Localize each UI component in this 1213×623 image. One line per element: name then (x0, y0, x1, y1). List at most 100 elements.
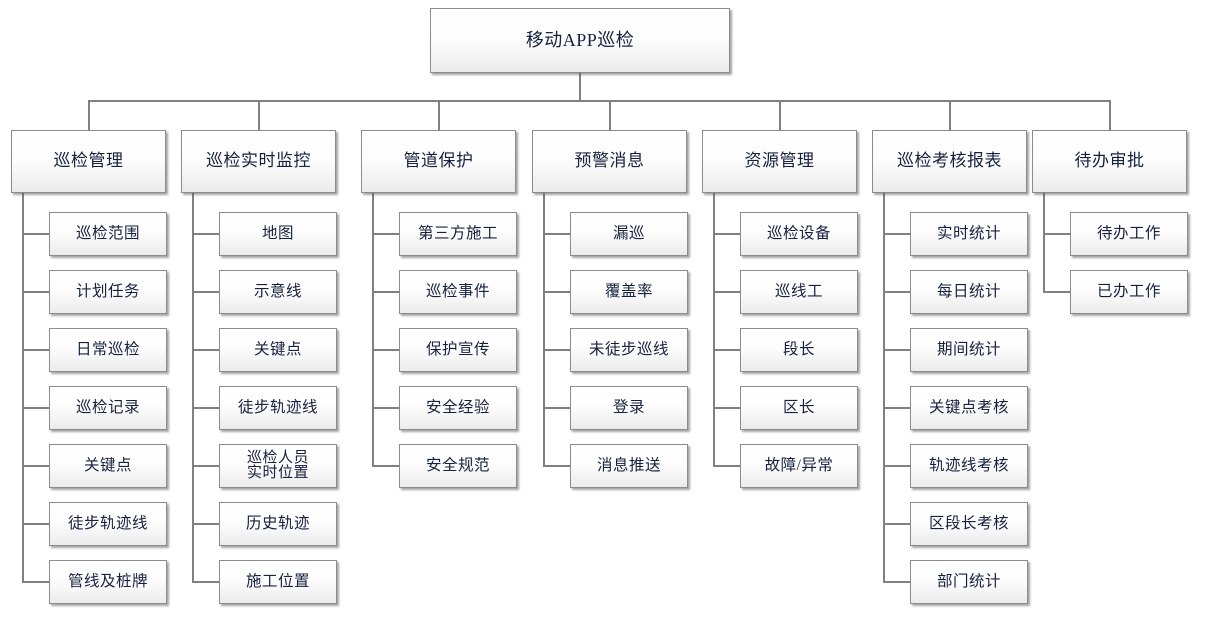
branch-drop-6 (1108, 100, 1111, 130)
leaf-node-1-6[interactable]: 施工位置 (219, 560, 337, 604)
leaf-node-5-4[interactable]: 轨迹线考核 (910, 444, 1028, 488)
leaf-node-2-3[interactable]: 安全经验 (399, 386, 517, 430)
leaf-stub-4-3 (713, 407, 740, 409)
branch-node-5[interactable]: 巡检考核报表 (872, 130, 1027, 193)
leaf-node-0-6[interactable]: 管线及桩牌 (49, 560, 167, 604)
leaf-node-0-4[interactable]: 关键点 (49, 444, 167, 488)
leaf-stub-1-5 (192, 523, 219, 525)
leaf-node-1-6-label: 施工位置 (245, 573, 310, 591)
leaf-node-2-3-label: 安全经验 (425, 399, 490, 417)
branch-node-5-label: 巡检考核报表 (897, 151, 1002, 171)
branch-drop-2 (437, 100, 440, 130)
branch-node-4-label: 资源管理 (744, 151, 815, 171)
leaf-stub-5-2 (883, 349, 910, 351)
branch-spine-6 (1043, 193, 1045, 293)
branch-node-3[interactable]: 预警消息 (532, 130, 687, 193)
leaf-node-0-2-label: 日常巡检 (75, 341, 140, 359)
leaf-node-5-1-label: 每日统计 (936, 283, 1001, 301)
branch-node-0-label: 巡检管理 (53, 151, 124, 171)
leaf-node-3-3[interactable]: 登录 (570, 386, 688, 430)
leaf-node-1-1-label: 示意线 (253, 283, 302, 301)
leaf-node-5-6[interactable]: 部门统计 (910, 560, 1028, 604)
leaf-node-5-0[interactable]: 实时统计 (910, 212, 1028, 256)
leaf-node-6-0[interactable]: 待办工作 (1070, 212, 1188, 256)
leaf-node-4-2-label: 段长 (782, 341, 815, 359)
leaf-node-5-4-label: 轨迹线考核 (928, 457, 1009, 475)
branch-node-6[interactable]: 待办审批 (1032, 130, 1187, 193)
leaf-stub-2-4 (372, 465, 399, 467)
leaf-node-3-0[interactable]: 漏巡 (570, 212, 688, 256)
branch-node-3-label: 预警消息 (574, 151, 645, 171)
leaf-node-1-0-label: 地图 (261, 225, 294, 243)
leaf-node-1-2[interactable]: 关键点 (219, 328, 337, 372)
leaf-stub-4-2 (713, 349, 740, 351)
leaf-node-0-3[interactable]: 巡检记录 (49, 386, 167, 430)
leaf-node-3-1[interactable]: 覆盖率 (570, 270, 688, 314)
branch-node-1[interactable]: 巡检实时监控 (181, 130, 336, 193)
leaf-node-4-3-label: 区长 (782, 399, 815, 417)
leaf-stub-0-5 (22, 523, 49, 525)
leaf-node-5-2[interactable]: 期间统计 (910, 328, 1028, 372)
root-node-label: 移动APP巡检 (525, 29, 635, 50)
leaf-stub-5-3 (883, 407, 910, 409)
leaf-stub-0-2 (22, 349, 49, 351)
branch-spine-1 (192, 193, 194, 583)
branch-spine-2 (372, 193, 374, 467)
leaf-stub-1-0 (192, 233, 219, 235)
branch-spine-4 (713, 193, 715, 467)
branch-drop-0 (87, 100, 90, 130)
leaf-node-3-4[interactable]: 消息推送 (570, 444, 688, 488)
leaf-node-1-0[interactable]: 地图 (219, 212, 337, 256)
leaf-node-1-5[interactable]: 历史轨迹 (219, 502, 337, 546)
leaf-stub-0-1 (22, 291, 49, 293)
leaf-node-0-2[interactable]: 日常巡检 (49, 328, 167, 372)
leaf-node-4-0[interactable]: 巡检设备 (740, 212, 858, 256)
leaf-node-0-0-label: 巡检范围 (75, 225, 140, 243)
leaf-node-1-4-label: 巡检人员 实时位置 (246, 450, 309, 481)
leaf-node-0-4-label: 关键点 (83, 457, 132, 475)
branch-node-4[interactable]: 资源管理 (702, 130, 857, 193)
leaf-stub-0-4 (22, 465, 49, 467)
leaf-node-3-3-label: 登录 (612, 399, 645, 417)
leaf-node-0-5[interactable]: 徒步轨迹线 (49, 502, 167, 546)
leaf-node-1-1[interactable]: 示意线 (219, 270, 337, 314)
root-node[interactable]: 移动APP巡检 (430, 8, 730, 73)
leaf-stub-5-5 (883, 523, 910, 525)
leaf-node-4-2[interactable]: 段长 (740, 328, 858, 372)
leaf-stub-1-3 (192, 407, 219, 409)
leaf-node-2-4[interactable]: 安全规范 (399, 444, 517, 488)
leaf-node-4-1[interactable]: 巡线工 (740, 270, 858, 314)
branch-node-0[interactable]: 巡检管理 (11, 130, 166, 193)
leaf-node-1-2-label: 关键点 (253, 341, 302, 359)
leaf-node-5-3[interactable]: 关键点考核 (910, 386, 1028, 430)
leaf-stub-4-0 (713, 233, 740, 235)
leaf-node-5-2-label: 期间统计 (936, 341, 1001, 359)
leaf-node-1-4[interactable]: 巡检人员 实时位置 (219, 444, 337, 488)
leaf-node-2-2-label: 保护宣传 (425, 341, 490, 359)
leaf-node-4-0-label: 巡检设备 (766, 225, 831, 243)
leaf-node-1-3[interactable]: 徒步轨迹线 (219, 386, 337, 430)
leaf-node-3-2[interactable]: 未徒步巡线 (570, 328, 688, 372)
leaf-node-2-4-label: 安全规范 (425, 457, 490, 475)
leaf-node-2-2[interactable]: 保护宣传 (399, 328, 517, 372)
leaf-stub-3-0 (543, 233, 570, 235)
leaf-node-2-0[interactable]: 第三方施工 (399, 212, 517, 256)
leaf-node-0-5-label: 徒步轨迹线 (67, 515, 148, 533)
branch-node-1-label: 巡检实时监控 (206, 151, 311, 171)
branch-drop-3 (608, 100, 611, 130)
leaf-node-0-0[interactable]: 巡检范围 (49, 212, 167, 256)
leaf-stub-3-4 (543, 465, 570, 467)
leaf-node-2-1-label: 巡检事件 (425, 283, 490, 301)
leaf-node-2-1[interactable]: 巡检事件 (399, 270, 517, 314)
branch-node-6-label: 待办审批 (1074, 151, 1145, 171)
leaf-stub-4-1 (713, 291, 740, 293)
leaf-node-5-1[interactable]: 每日统计 (910, 270, 1028, 314)
leaf-stub-1-4 (192, 465, 219, 467)
leaf-stub-0-3 (22, 407, 49, 409)
leaf-node-4-3[interactable]: 区长 (740, 386, 858, 430)
leaf-node-5-5[interactable]: 区段长考核 (910, 502, 1028, 546)
leaf-node-6-1[interactable]: 已办工作 (1070, 270, 1188, 314)
leaf-node-0-1[interactable]: 计划任务 (49, 270, 167, 314)
branch-node-2[interactable]: 管道保护 (361, 130, 516, 193)
leaf-node-4-4[interactable]: 故障/异常 (740, 444, 858, 488)
